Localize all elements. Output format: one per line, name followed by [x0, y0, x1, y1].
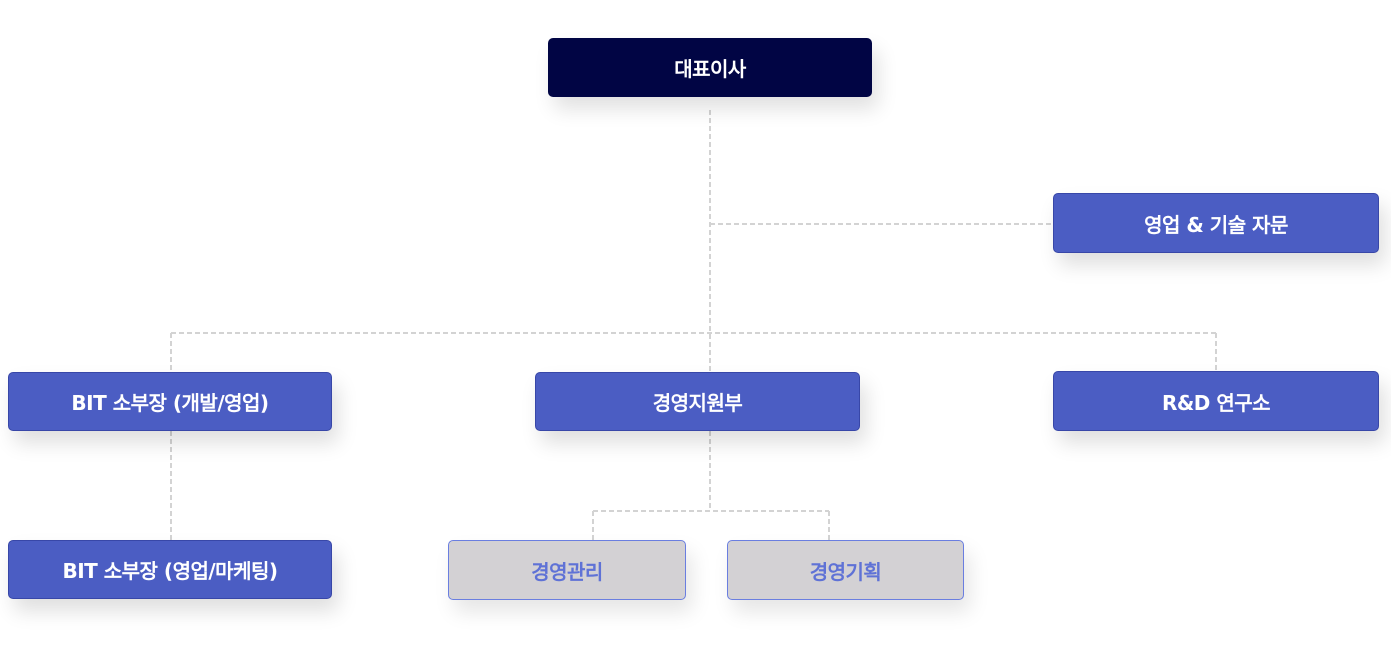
org-node-rnd-lab-label: R&D 연구소 [1161, 390, 1271, 415]
org-node-ceo-label: 대표이사 [674, 57, 746, 81]
org-node-bit-dev-sales-label: BIT 소부장 (개발/영업) [71, 391, 269, 415]
org-node-management-support: 경영지원부 [535, 372, 860, 431]
org-node-ceo: 대표이사 [548, 38, 872, 97]
org-node-planning-label: 경영기획 [809, 559, 882, 584]
org-node-bit-dev-sales: BIT 소부장 (개발/영업) [8, 372, 332, 431]
org-node-admin-label: 경영관리 [531, 559, 603, 584]
org-node-admin: 경영관리 [448, 540, 686, 600]
org-node-advisory: 영업 & 기술 자문 [1053, 193, 1379, 253]
org-node-management-support-label: 경영지원부 [652, 391, 743, 415]
org-node-rnd-lab: R&D 연구소 [1053, 371, 1379, 431]
org-node-advisory-label: 영업 & 기술 자문 [1144, 212, 1288, 237]
org-node-bit-sales-marketing-label: BIT 소부장 (영업/마케팅) [62, 559, 278, 583]
org-node-bit-sales-marketing: BIT 소부장 (영업/마케팅) [8, 540, 332, 599]
org-node-planning: 경영기획 [727, 540, 964, 600]
